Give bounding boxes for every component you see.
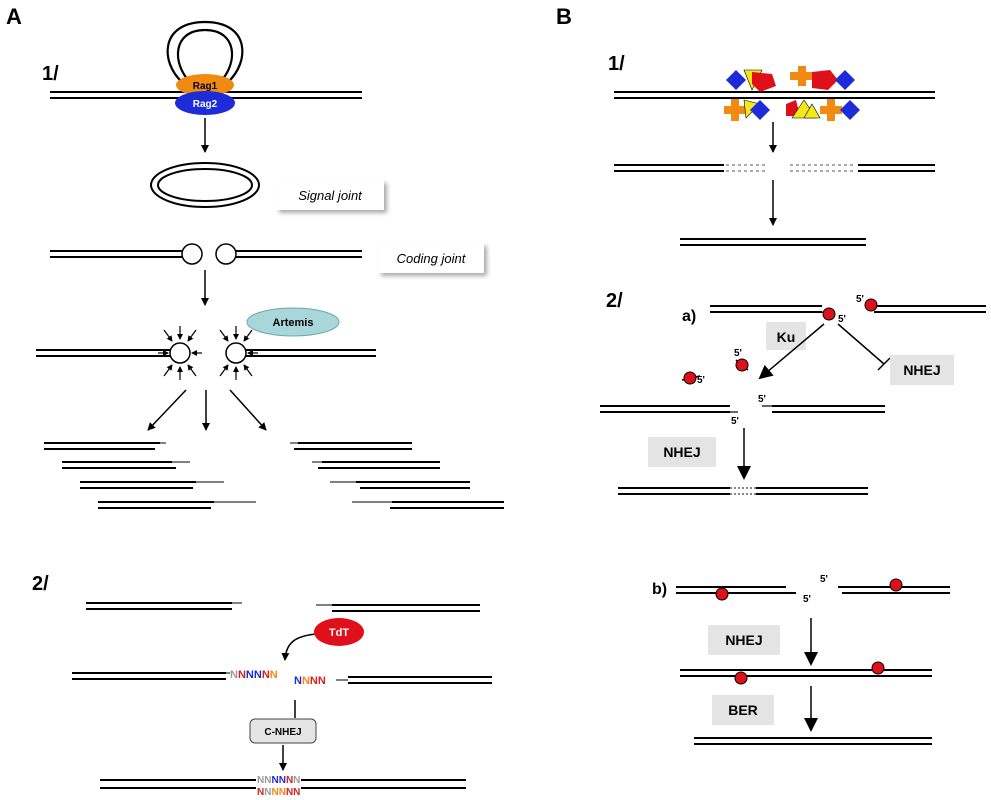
lesion-dot	[734, 671, 748, 685]
n-nucleotide: N	[302, 675, 310, 687]
arrow-a3-left	[147, 389, 187, 431]
n-nucleotide: N	[310, 675, 318, 687]
c-nhej-box	[249, 718, 317, 744]
lesion-dot	[871, 661, 885, 675]
panel-b-step1-label: 1/	[608, 53, 625, 75]
nhej-box-b	[708, 625, 780, 655]
dsb-with-lesions	[710, 303, 986, 315]
coding-joint-duplex	[50, 243, 362, 265]
arrow-ku-path	[758, 323, 825, 380]
artemis-label: Artemis	[273, 317, 314, 329]
lesion-shapes	[724, 66, 860, 121]
repaired-duplex-b1	[680, 238, 866, 246]
svg-text:5': 5'	[734, 348, 742, 359]
nhej-box-inhibited	[890, 355, 954, 385]
five-prime-label: 5'	[820, 574, 828, 585]
coding-joint-box	[378, 243, 484, 273]
lesion-dot	[864, 298, 878, 312]
lesion-dot	[822, 307, 836, 321]
n-nucleotide: N	[293, 775, 300, 786]
signal-joint-circle	[150, 162, 260, 208]
nhej-label: NHEJ	[903, 362, 940, 378]
n-nucleotide: N	[279, 775, 286, 786]
n-nucleotide: N	[286, 787, 293, 798]
n-nucleotide: N	[262, 669, 270, 681]
inhibition-line	[837, 323, 885, 365]
lesion-dot	[889, 578, 903, 592]
n-nucleotide: N	[294, 675, 302, 687]
panel-a-letter: A	[6, 4, 22, 29]
nhej-box-a	[648, 437, 716, 467]
lesion-dot	[715, 587, 729, 601]
tdt-protein	[314, 618, 364, 646]
panel-a-step1-label: 1/	[42, 63, 59, 85]
n-nucleotide: N	[254, 669, 262, 681]
nhej-label: NHEJ	[663, 444, 700, 460]
n-nucleotide: N	[264, 775, 271, 786]
five-prime-label: 5'	[856, 294, 864, 305]
rag1-label: Rag1	[193, 81, 218, 92]
excision-gap-duplex	[614, 164, 935, 172]
tdt-label: TdT	[329, 627, 349, 639]
five-prime-label: 5'	[731, 416, 739, 427]
panel-b-step2-label: 2/	[606, 290, 623, 312]
dna-loop	[166, 20, 244, 83]
rag1-protein	[176, 74, 234, 96]
tdt-substrate-duplex	[86, 602, 480, 612]
svg-text:5': 5'	[697, 375, 705, 386]
arrow-a3-right	[229, 389, 267, 431]
released-fragments: 5' 5'	[681, 348, 749, 386]
joined-duplex	[100, 779, 466, 789]
left-n-insert: NNNNNN	[230, 669, 278, 681]
n-nucleotide: N	[246, 669, 254, 681]
ligated-duplex-a	[618, 487, 868, 495]
ku-label: Ku	[777, 329, 796, 345]
sub-b-label: b)	[652, 581, 667, 598]
n-nucleotide: N	[257, 775, 264, 786]
n-nucleotide: N	[271, 775, 278, 786]
overhang-products-left	[44, 442, 256, 509]
five-prime-label: 5'	[758, 394, 766, 405]
artemis-protein	[246, 307, 340, 337]
overhang-products-right	[290, 442, 504, 509]
damaged-duplex	[614, 91, 935, 99]
n-nucleotide: N	[257, 787, 264, 798]
n-nucleotide: N	[318, 675, 326, 687]
panel-b-letter: B	[556, 4, 572, 29]
n-nucleotide: N	[286, 775, 293, 786]
five-prime-label: 5'	[838, 314, 846, 325]
c-nhej-label: C-NHEJ	[264, 727, 301, 738]
n-nucleotide: N	[270, 669, 278, 681]
ligated-with-lesions	[680, 669, 932, 677]
n-nucleotide: N	[279, 787, 286, 798]
rag2-label: Rag2	[193, 99, 218, 110]
n-insert-duplex	[72, 672, 492, 684]
coding-joint-label: Coding joint	[397, 251, 467, 266]
n-nucleotide: N	[230, 669, 238, 681]
joined-bottom-strand-n: NNNNNN	[257, 787, 300, 798]
n-nucleotide: N	[271, 787, 278, 798]
repaired-duplex-b2	[694, 737, 932, 745]
sub-a-label: a)	[682, 308, 696, 325]
five-prime-label: 5'	[803, 594, 811, 605]
panel-a-step2-label: 2/	[32, 573, 49, 595]
right-n-insert: NNNN	[294, 675, 326, 687]
ber-label: BER	[728, 702, 758, 718]
n-nucleotide: N	[238, 669, 246, 681]
inhibition-bar	[877, 357, 891, 371]
cleaned-dsb	[600, 405, 885, 413]
signal-joint-box	[276, 180, 384, 210]
signal-joint-label: Signal joint	[298, 188, 363, 203]
hairpin-opening	[36, 326, 376, 380]
n-nucleotide: N	[264, 787, 271, 798]
nhej-label: NHEJ	[725, 632, 762, 648]
rag2-protein	[175, 91, 235, 115]
n-nucleotide: N	[293, 787, 300, 798]
tdt-arrow	[281, 633, 317, 661]
joined-top-strand-n: NNNNNN	[257, 775, 300, 786]
ber-box	[712, 695, 774, 725]
